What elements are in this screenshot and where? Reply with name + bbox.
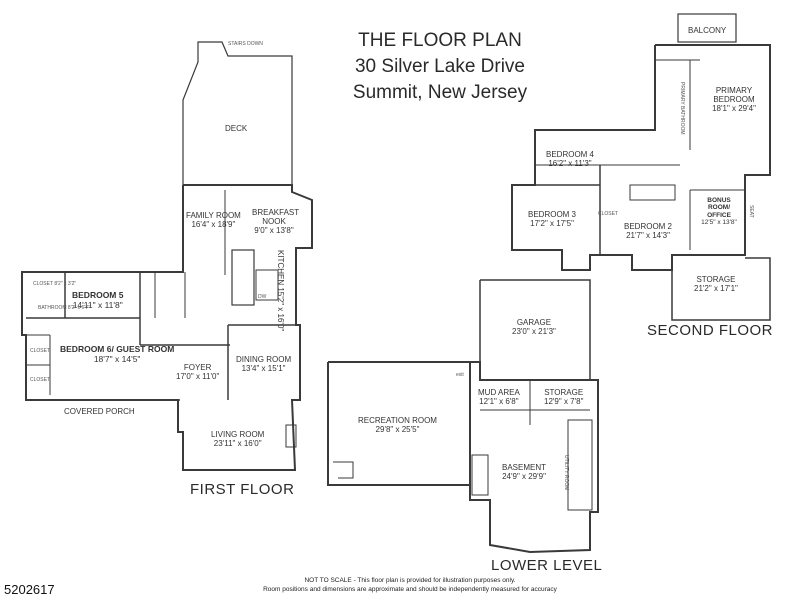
bonus-room-label: BONUS ROOM/ OFFICE 12'5" x 13'8" xyxy=(698,197,740,227)
bedroom5-label: BEDROOM 5 14'11" x 11'8" xyxy=(72,290,124,311)
lower-level-walls xyxy=(327,279,599,554)
breakfast-nook-name: BREAKFAST NOOK xyxy=(252,208,300,227)
closet-a-label: CLOSET xyxy=(30,348,51,354)
bedroom3-label: BEDROOM 3 17'2" x 17'5" xyxy=(528,210,576,228)
kitchen-dim: 15'2" x 16'0" xyxy=(276,287,286,332)
bathroom-label: BATHROOM 8'2" x 6'7" xyxy=(38,305,90,312)
family-room-dim: 16'4" x 18'9" xyxy=(191,220,236,230)
disclaimer-line-2: Room positions and dimensions are approx… xyxy=(263,586,557,593)
listing-id: 5202617 xyxy=(4,582,55,597)
primary-bedroom-dim: 18'1" x 29'4" xyxy=(712,104,756,114)
second-storage-label: STORAGE 21'2" x 17'1" xyxy=(694,275,738,293)
mud-area-name: MUD AREA xyxy=(478,388,520,397)
garage-dim: 23'0" x 21'3" xyxy=(512,327,556,337)
basement-name: BASEMENT xyxy=(502,463,547,472)
bedroom3-dim: 17'2" x 17'5" xyxy=(530,219,574,229)
primary-bedroom-label: PRIMARY BEDROOM 18'1" x 29'4" xyxy=(706,86,762,114)
living-room-dim: 23'11" x 16'0" xyxy=(213,439,262,449)
first-floor-label: FIRST FLOOR xyxy=(190,481,295,498)
living-room-name: LIVING ROOM xyxy=(211,430,265,439)
mud-area-label: MUD AREA 12'1" x 6'8" xyxy=(478,388,520,406)
closet-top-name: CLOSET xyxy=(33,281,53,287)
balcony-label: BALCONY xyxy=(688,26,727,35)
second-storage-name: STORAGE xyxy=(696,275,736,284)
lower-storage-label: STORAGE 12'9" x 7'8" xyxy=(544,388,583,406)
bedroom2-dim: 21'7" x 14'3" xyxy=(626,231,670,241)
dining-room-name: DINING ROOM xyxy=(236,355,292,364)
living-room-label: LIVING ROOM 23'11" x 16'0" xyxy=(211,430,264,448)
dw-label: DW xyxy=(258,294,267,300)
basement-dim: 24'9" x 29'9" xyxy=(502,472,546,482)
dining-room-label: DINING ROOM 13'4" x 15'1" xyxy=(236,355,291,373)
title-line-3: Summit, New Jersey xyxy=(352,82,528,103)
seat-label: SEAT xyxy=(747,205,754,218)
lower-storage-dim: 12'9" x 7'8" xyxy=(544,397,584,407)
basement-outline xyxy=(469,361,599,554)
kitchen-label: KITCHEN 15'2" x 16'0" xyxy=(276,250,285,331)
plan-title: THE FLOOR PLAN 30 Silver Lake Drive Summ… xyxy=(300,28,580,106)
utility-room-label: UTILITY ROOM xyxy=(562,455,569,491)
disclaimer-line-1: NOT TO SCALE - This floor plan is provid… xyxy=(304,577,516,584)
deck-label: DECK xyxy=(225,124,248,133)
balcony-outline xyxy=(677,13,737,43)
family-room-name: FAMILY ROOM xyxy=(186,211,241,220)
lower-level-label: LOWER LEVEL xyxy=(491,557,603,574)
title-line-1: THE FLOOR PLAN xyxy=(358,30,522,51)
bedroom6-dim: 18'7" x 14'5" xyxy=(93,353,141,364)
bonus-room-dim: 12'5" x 13'8" xyxy=(701,219,737,227)
breakfast-nook-dim: 9'0" x 13'8" xyxy=(254,226,294,236)
bedroom2-name: BEDROOM 2 xyxy=(624,222,673,231)
bedroom2-label: BEDROOM 2 21'7" x 14'3" xyxy=(624,222,672,240)
bedroom4-label: BEDROOM 4 16'2" x 11'3" xyxy=(546,150,594,168)
storage-outline xyxy=(671,255,771,321)
dining-room-dim: 13'4" x 15'1" xyxy=(241,364,286,374)
recreation-room-dim: 29'8" x 25'5" xyxy=(375,425,420,435)
deck-outline xyxy=(182,41,293,185)
foyer-name: FOYER xyxy=(183,363,212,372)
stairs-down-label: STAIRS DOWN xyxy=(228,41,263,47)
closet-b-label: CLOSET xyxy=(30,377,51,383)
bathroom-dim: 8'2" x 6'7" xyxy=(67,305,90,311)
bedroom6-name: BEDROOM 6/ GUEST ROOM xyxy=(60,344,175,354)
primary-bathroom-label: PRIMARY BATHROOM xyxy=(678,82,685,135)
first-floor-outline xyxy=(21,184,313,471)
bathroom-name: BATHROOM xyxy=(38,305,67,311)
closet-top-dim: 8'2" x 3'2" xyxy=(54,281,77,287)
primary-bedroom-name: PRIMARY BEDROOM xyxy=(713,86,755,105)
kitchen-name: KITCHEN xyxy=(276,250,286,286)
bedroom4-name: BEDROOM 4 xyxy=(546,150,595,159)
bedroom3-name: BEDROOM 3 xyxy=(528,210,577,219)
foyer-dim: 17'0" x 11'0" xyxy=(176,372,220,382)
mud-area-dim: 12'1" x 6'8" xyxy=(479,397,519,407)
breakfast-nook-label: BREAKFAST NOOK 9'0" x 13'8" xyxy=(252,208,300,236)
exit-label: exit xyxy=(456,372,464,378)
recreation-room-label: RECREATION ROOM 29'8" x 25'5" xyxy=(358,416,437,434)
garage-label: GARAGE 23'0" x 21'3" xyxy=(512,318,556,336)
bedroom5-dim: 14'11" x 11'8" xyxy=(72,299,123,310)
disclaimer: NOT TO SCALE - This floor plan is provid… xyxy=(200,576,620,594)
closet-top-label: CLOSET 8'2" x 3'2" xyxy=(33,281,77,288)
second-floor-label: SECOND FLOOR xyxy=(647,322,774,339)
recreation-room-name: RECREATION ROOM xyxy=(358,416,437,425)
family-room-label: FAMILY ROOM 16'4" x 18'9" xyxy=(186,211,241,229)
bedroom5-name: BEDROOM 5 xyxy=(72,290,124,300)
first-floor-walls xyxy=(21,41,313,471)
basement-label: BASEMENT 24'9" x 29'9" xyxy=(502,463,546,481)
foyer-label: FOYER 17'0" x 11'0" xyxy=(176,363,219,381)
second-floor-walls xyxy=(511,13,771,321)
bonus-room-name: BONUS ROOM/ OFFICE xyxy=(707,197,731,219)
bedroom4-dim: 16'2" x 11'3" xyxy=(548,159,592,169)
lower-storage-name: STORAGE xyxy=(544,388,584,397)
title-line-2: 30 Silver Lake Drive xyxy=(354,56,526,77)
garage-name: GARAGE xyxy=(516,318,552,327)
covered-porch-label: COVERED PORCH xyxy=(64,407,135,416)
second-storage-dim: 21'2" x 17'1" xyxy=(694,284,738,294)
second-floor-closet-label: CLOSET xyxy=(598,211,619,217)
bedroom6-label: BEDROOM 6/ GUEST ROOM 18'7" x 14'5" xyxy=(60,344,175,365)
